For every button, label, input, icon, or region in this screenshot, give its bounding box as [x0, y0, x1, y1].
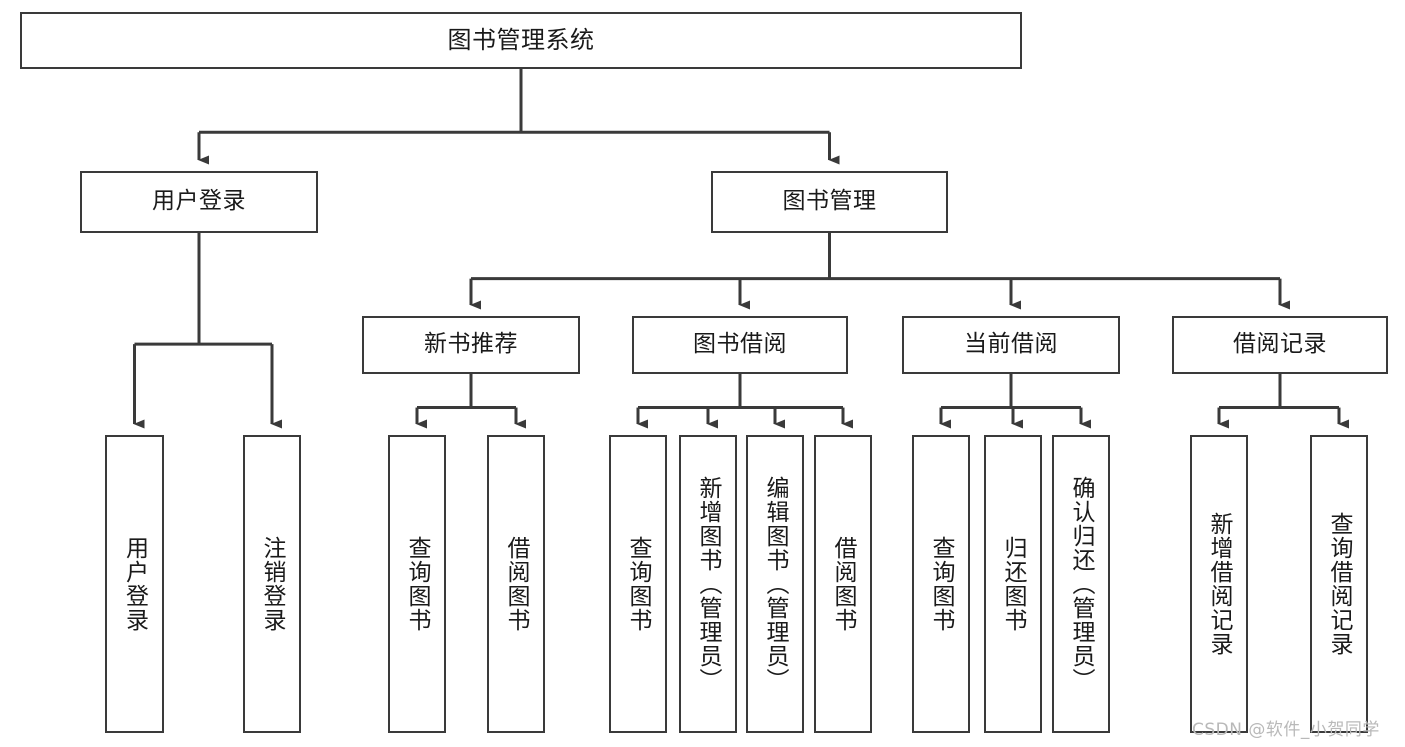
node-borrow-record[interactable]: 借阅记录: [1172, 316, 1388, 374]
leaf-add-record-label: 新增借阅记录: [1206, 512, 1233, 656]
node-user-login[interactable]: 用户登录: [80, 171, 318, 233]
leaf-query-book-1-label: 查询图书: [404, 536, 431, 632]
leaf-query-book-2[interactable]: 查询图书: [609, 435, 667, 733]
node-borrow-record-label: 借阅记录: [1233, 331, 1327, 358]
node-book-borrow[interactable]: 图书借阅: [632, 316, 848, 374]
leaf-user-logout-label: 注销登录: [259, 536, 286, 632]
leaf-user-login-label: 用户登录: [121, 536, 148, 632]
leaf-query-book-3-label: 查询图书: [928, 536, 955, 632]
leaf-query-book-2-label: 查询图书: [625, 536, 652, 632]
leaf-borrow-book-2-label: 借阅图书: [830, 536, 857, 632]
leaf-query-record-label: 查询借阅记录: [1326, 512, 1353, 656]
node-current-borrow[interactable]: 当前借阅: [902, 316, 1120, 374]
leaf-borrow-book-1[interactable]: 借阅图书: [487, 435, 545, 733]
node-root-label: 图书管理系统: [447, 26, 595, 55]
leaf-confirm-return[interactable]: 确认归还（管理员）: [1052, 435, 1110, 733]
node-book-manage[interactable]: 图书管理: [711, 171, 948, 233]
leaf-query-record[interactable]: 查询借阅记录: [1310, 435, 1368, 733]
node-book-borrow-label: 图书借阅: [693, 331, 787, 358]
leaf-borrow-book-2[interactable]: 借阅图书: [814, 435, 872, 733]
leaf-user-login[interactable]: 用户登录: [105, 435, 164, 733]
leaf-edit-book-label: 编辑图书（管理员）: [762, 476, 789, 692]
node-root[interactable]: 图书管理系统: [20, 12, 1022, 69]
node-current-borrow-label: 当前借阅: [964, 331, 1058, 358]
leaf-return-book-label: 归还图书: [1000, 536, 1027, 632]
leaf-query-book-3[interactable]: 查询图书: [912, 435, 970, 733]
leaf-add-book[interactable]: 新增图书（管理员）: [679, 435, 737, 733]
leaf-add-record[interactable]: 新增借阅记录: [1190, 435, 1248, 733]
leaf-edit-book[interactable]: 编辑图书（管理员）: [746, 435, 804, 733]
watermark-text: CSDN @软件_小贺同学: [1192, 720, 1380, 740]
node-new-book-recommend[interactable]: 新书推荐: [362, 316, 580, 374]
leaf-user-logout[interactable]: 注销登录: [243, 435, 301, 733]
leaf-query-book-1[interactable]: 查询图书: [388, 435, 446, 733]
leaf-return-book[interactable]: 归还图书: [984, 435, 1042, 733]
leaf-borrow-book-1-label: 借阅图书: [503, 536, 530, 632]
node-new-book-recommend-label: 新书推荐: [424, 331, 518, 358]
node-book-manage-label: 图书管理: [782, 188, 877, 215]
leaf-confirm-return-label: 确认归还（管理员）: [1068, 476, 1095, 692]
leaf-add-book-label: 新增图书（管理员）: [695, 476, 722, 692]
node-user-login-label: 用户登录: [152, 188, 246, 215]
